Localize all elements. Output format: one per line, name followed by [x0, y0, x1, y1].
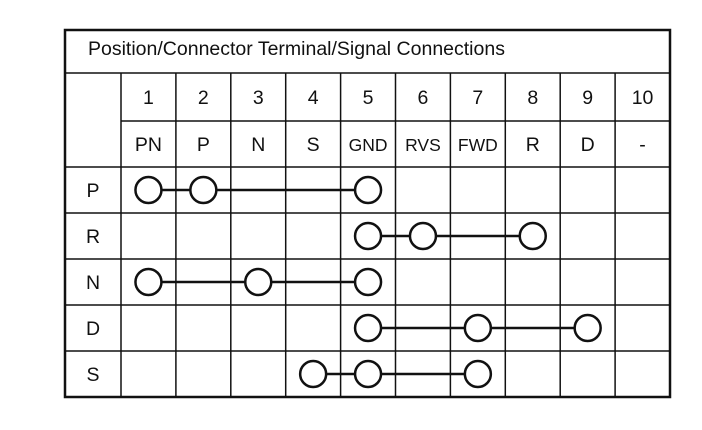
position-label: S	[86, 364, 99, 386]
connection-dot	[353, 359, 383, 389]
connection-dot	[463, 313, 493, 343]
terminal-number: 2	[198, 87, 209, 109]
signal-name: S	[307, 134, 320, 156]
connection-dot	[134, 175, 163, 205]
signal-name: RVS	[405, 135, 441, 155]
connection-dot	[518, 221, 547, 251]
connection-dot	[353, 221, 383, 251]
table-title: Position/Connector Terminal/Signal Conne…	[88, 38, 505, 60]
terminal-number: 9	[582, 87, 593, 109]
signal-name: -	[639, 134, 646, 156]
connection-row-d	[353, 313, 602, 343]
terminal-number: 8	[527, 87, 538, 109]
connection-dot	[408, 221, 438, 251]
connection-dot	[189, 175, 218, 205]
connection-dot	[244, 267, 273, 297]
position-label: P	[86, 180, 99, 202]
connection-dot	[353, 175, 383, 205]
terminal-number: 10	[632, 87, 654, 109]
signal-name: N	[251, 134, 265, 156]
terminal-number: 7	[472, 87, 483, 109]
position-label: D	[86, 318, 100, 340]
terminal-number: 5	[363, 87, 374, 109]
signal-name: P	[197, 134, 210, 156]
connection-dot	[134, 267, 163, 297]
connection-dot	[353, 313, 383, 343]
connection-row-r	[353, 221, 547, 251]
signal-name: GND	[349, 135, 388, 155]
position-label: R	[86, 226, 100, 248]
signal-name: R	[526, 134, 540, 156]
table-grid	[65, 72, 670, 397]
connection-row-s	[298, 359, 493, 389]
terminal-number: 1	[143, 87, 154, 109]
terminal-number: 4	[308, 87, 319, 109]
position-label: N	[86, 272, 100, 294]
signal-name: PN	[135, 134, 162, 156]
connection-row-p	[134, 175, 383, 205]
terminal-number: 3	[253, 87, 264, 109]
connection-links	[134, 175, 602, 389]
connection-row-n	[134, 267, 383, 297]
connection-dot	[298, 359, 328, 389]
connection-dot	[463, 359, 493, 389]
terminal-number: 6	[418, 87, 429, 109]
connection-dot	[353, 267, 383, 297]
connection-dot	[573, 313, 602, 343]
signal-name: FWD	[458, 135, 498, 155]
signal-name: D	[581, 134, 595, 156]
